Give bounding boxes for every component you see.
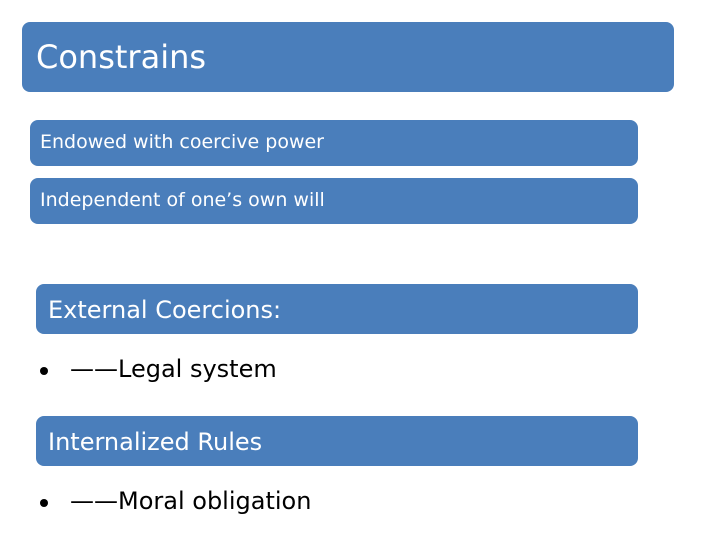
bullet-dot-icon	[40, 499, 48, 507]
list-item-label: ——Moral obligation	[70, 487, 312, 515]
list-item: ——Legal system	[40, 355, 640, 391]
content-bar-4	[36, 416, 638, 466]
page-title: Constrains	[36, 38, 207, 76]
content-bar-1	[30, 120, 638, 166]
content-bar-3-label: External Coercions:	[48, 296, 282, 324]
content-bar-4-label: Internalized Rules	[48, 428, 263, 456]
content-bar-2	[30, 178, 638, 224]
bullet-dot-icon	[40, 367, 48, 375]
title-banner	[22, 22, 674, 92]
content-bar-2-label: Independent of one’s own will	[40, 189, 325, 211]
content-bar-3	[36, 284, 638, 334]
content-bar-1-label: Endowed with coercive power	[40, 131, 324, 153]
list-item: ——Moral obligation	[40, 487, 640, 523]
list-item-label: ——Legal system	[70, 355, 277, 383]
